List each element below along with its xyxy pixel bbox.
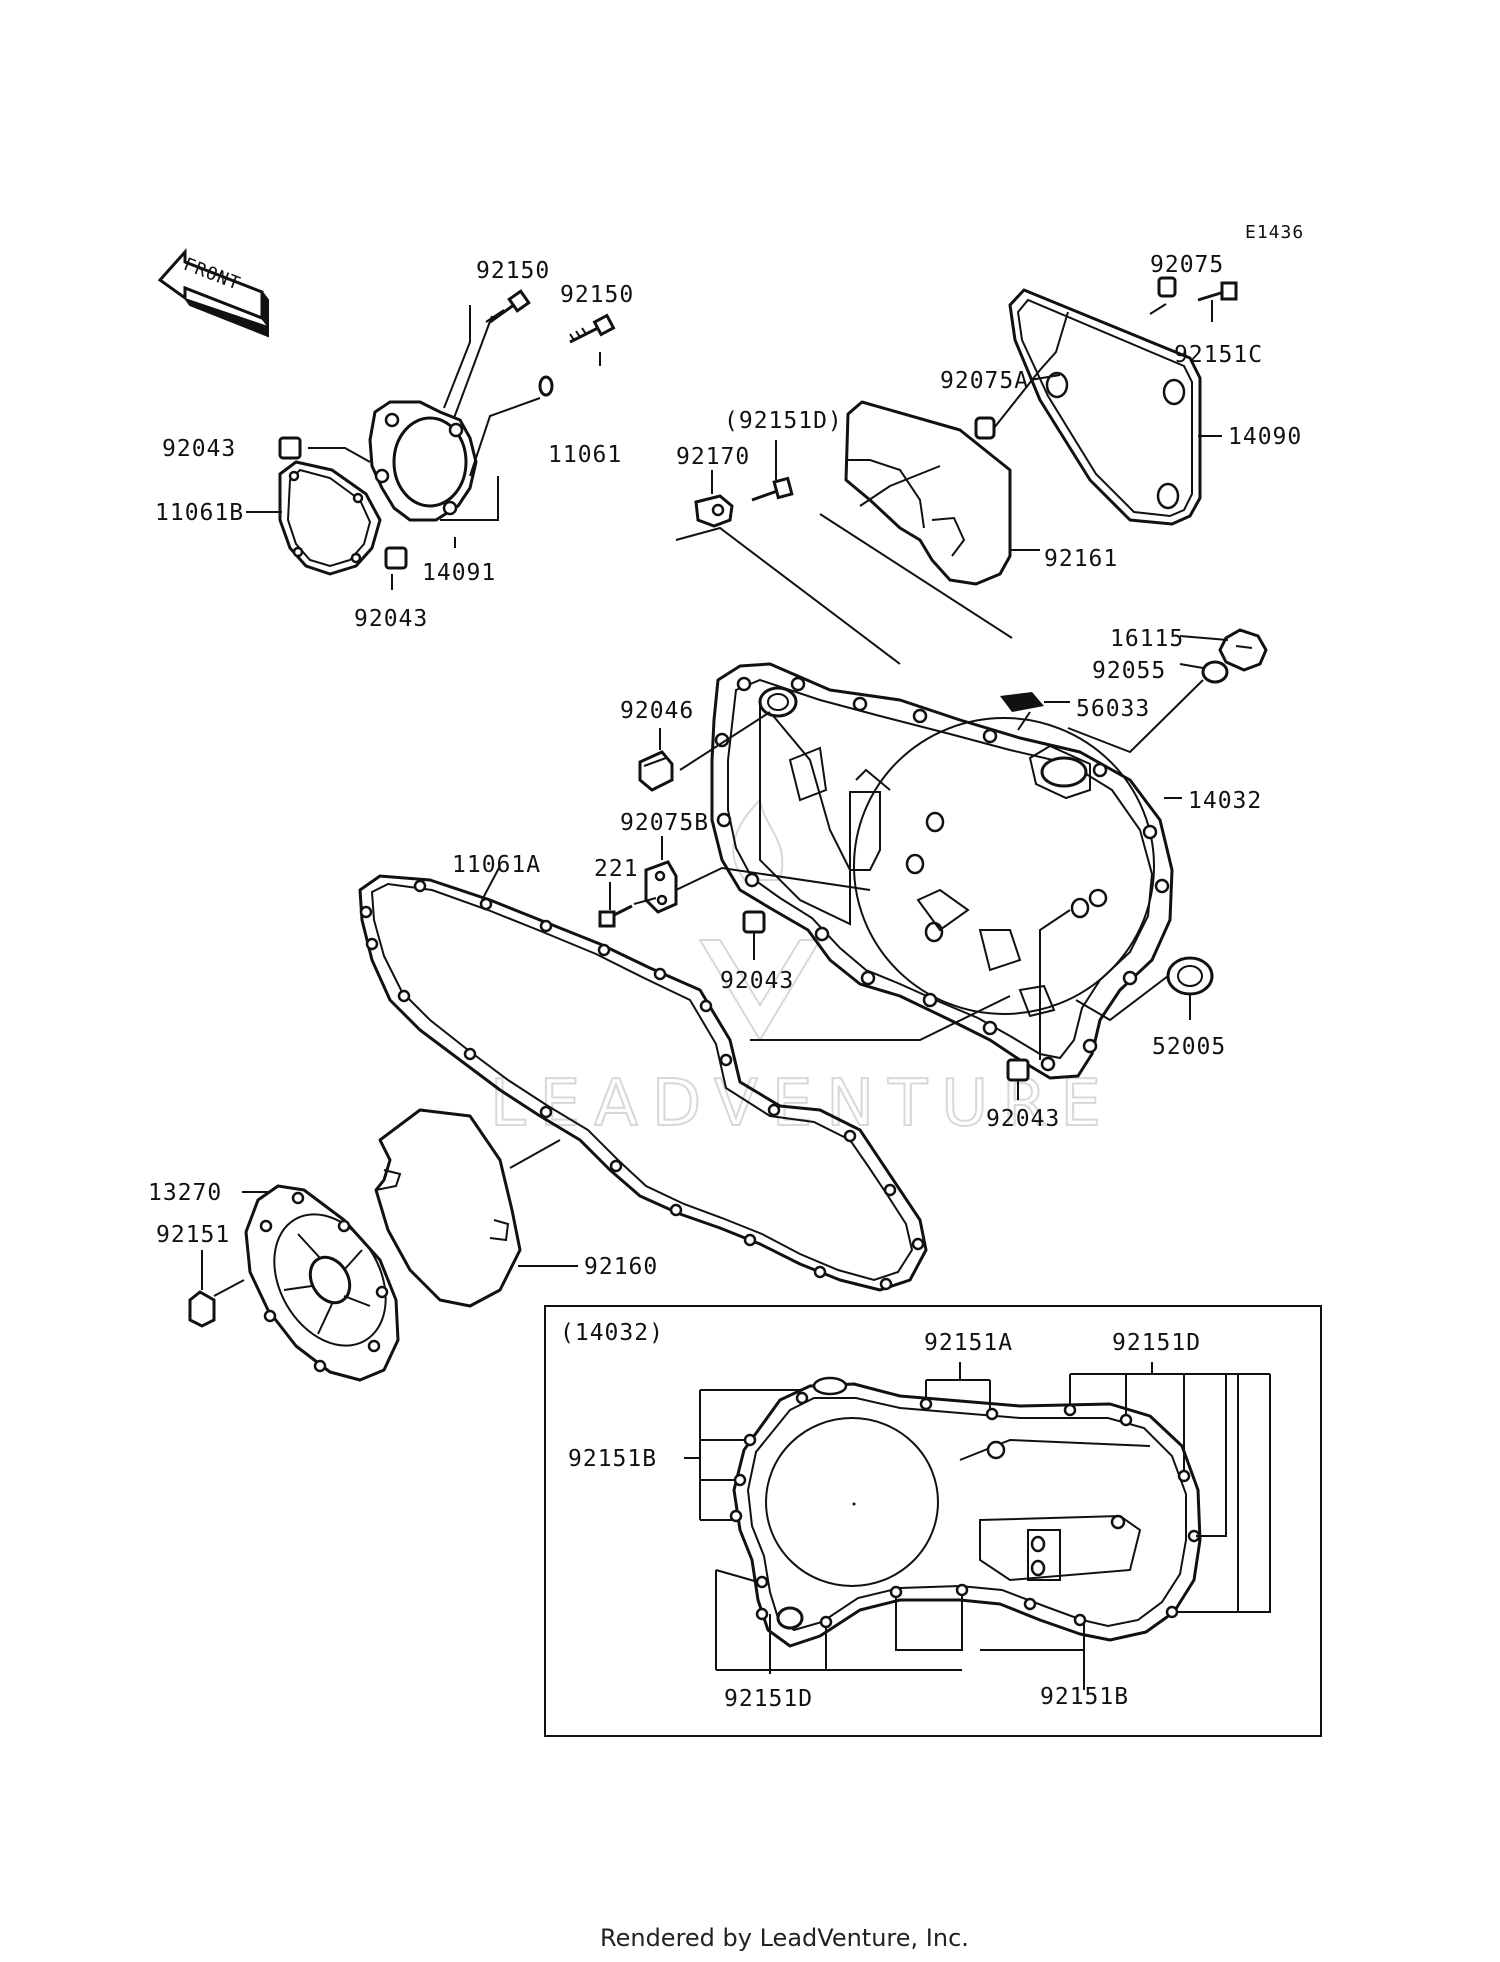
pump-cover-group	[246, 289, 616, 590]
callout-13270: 13270	[148, 1180, 222, 1206]
callout-92075a: 92075A	[940, 368, 1029, 394]
callout-52005: 52005	[1152, 1034, 1226, 1060]
bolt-221	[598, 882, 657, 928]
callout-92075b: 92075B	[620, 810, 709, 836]
footer-credit: Rendered by LeadVenture, Inc.	[600, 1924, 969, 1952]
oil-seal-52005	[1075, 956, 1214, 1022]
callout-92160: 92160	[584, 1254, 658, 1280]
callout-92043-lower: 92043	[354, 606, 428, 632]
callout-92151c: 92151C	[1174, 342, 1263, 368]
inset-callout-92151b-left: 92151B	[568, 1446, 657, 1472]
front-direction-arrow: FRONT	[157, 248, 269, 338]
callout-92043-upper: 92043	[162, 436, 236, 462]
watermark: LEADVENTURE	[489, 797, 1115, 1142]
dowel-92043-upper	[278, 436, 302, 460]
callout-92151: 92151	[156, 1222, 230, 1248]
callout-16115: 16115	[1110, 626, 1184, 652]
callout-11061: 11061	[548, 442, 622, 468]
callout-56033: 56033	[1076, 696, 1150, 722]
watermark-text: LEADVENTURE	[490, 1067, 1115, 1141]
filler-cap-16115	[1218, 628, 1268, 672]
inset-title: (14032)	[560, 1320, 664, 1346]
callout-92075: 92075	[1150, 252, 1224, 278]
bolt-92150-right	[569, 313, 616, 344]
collar-92075a	[974, 416, 996, 440]
clamp-group	[675, 440, 1013, 665]
outer-cover-group	[844, 276, 1238, 586]
callout-11061a: 11061A	[452, 852, 541, 878]
washer-11061	[538, 375, 554, 397]
outer-cover-14090	[1008, 288, 1202, 526]
pump-cover-bore	[392, 416, 468, 508]
gasket-11061a	[358, 865, 1011, 1292]
bolt-92151	[188, 1250, 245, 1328]
o-ring-92055	[1201, 660, 1229, 684]
callout-92055: 92055	[1092, 658, 1166, 684]
bolt-92151c	[1197, 281, 1238, 302]
inset-frame	[544, 1305, 1322, 1737]
inset-callout-92151a: 92151A	[924, 1330, 1013, 1356]
callout-92150-left: 92150	[476, 258, 550, 284]
callout-92161: 92161	[1044, 546, 1118, 572]
dowel-92043-center	[742, 910, 766, 960]
bolt-92151d-top	[751, 476, 794, 502]
insulator-92161	[844, 400, 1012, 586]
collar-92075	[1157, 276, 1177, 298]
gasket-11061b	[278, 460, 382, 576]
inspection-cover-13270	[242, 1184, 400, 1382]
callout-92043-right: 92043	[986, 1106, 1060, 1132]
callout-11061b: 11061B	[155, 500, 244, 526]
inset-callout-92151d-top: 92151D	[1112, 1330, 1201, 1356]
callout-14091: 14091	[422, 560, 496, 586]
callout-92150-right: 92150	[560, 282, 634, 308]
callout-221: 221	[594, 856, 639, 882]
dowel-92043-lower	[384, 546, 408, 570]
inset-callout-92151b-bottom: 92151B	[1040, 1684, 1129, 1710]
label-56033	[1000, 692, 1044, 712]
collar-92046	[638, 711, 771, 792]
diagram-id: E1436	[1245, 222, 1304, 243]
callout-labels: 92150 92150 92043 11061 11061B 14091 920…	[148, 252, 1302, 1280]
callout-92151d-paren: (92151D)	[724, 408, 843, 434]
dowel-92043-right	[1006, 909, 1071, 1100]
filler-cap-group	[1000, 628, 1268, 754]
inset-callout-92151d-bottom: 92151D	[724, 1686, 813, 1712]
callout-92046: 92046	[620, 698, 694, 724]
callout-92043-center: 92043	[720, 968, 794, 994]
callout-92170: 92170	[676, 444, 750, 470]
callout-14090: 14090	[1228, 424, 1302, 450]
callout-14032: 14032	[1188, 788, 1262, 814]
insulator-92160	[374, 1108, 578, 1308]
inset-detail-14032: (14032) 92151A 92151D 92151B 92151D	[544, 1305, 1322, 1737]
